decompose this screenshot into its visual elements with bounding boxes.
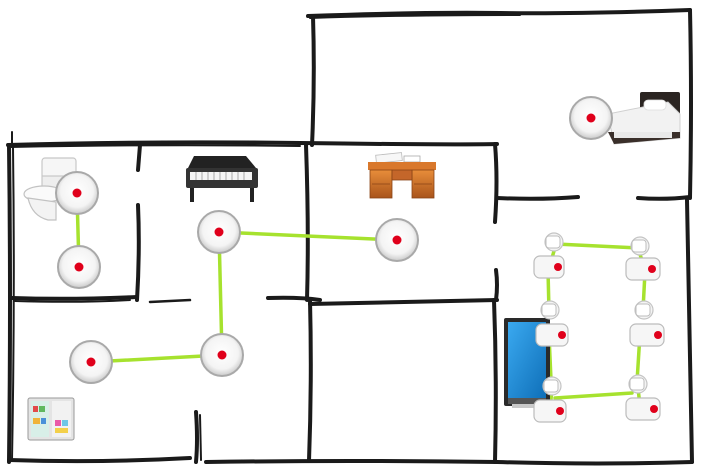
wall <box>148 298 192 304</box>
wall <box>9 144 301 148</box>
fridge-icon <box>27 397 75 441</box>
sensor-node-icon[interactable] <box>375 218 419 262</box>
sensor-node-icon[interactable] <box>57 245 101 289</box>
camera-icon[interactable] <box>542 376 562 396</box>
piano-icon <box>186 156 258 202</box>
wall <box>306 8 692 18</box>
wall <box>199 414 202 461</box>
wall <box>6 140 499 147</box>
sensor-node-icon[interactable] <box>55 171 99 215</box>
wall <box>495 195 580 201</box>
wall <box>495 460 694 466</box>
wall <box>204 459 499 464</box>
camera-icon[interactable] <box>630 236 650 256</box>
wall <box>135 203 141 302</box>
camera-icon[interactable] <box>533 399 567 423</box>
link-line <box>554 242 640 250</box>
camera-icon[interactable] <box>535 323 569 347</box>
cameras <box>533 232 665 423</box>
wall <box>266 295 322 302</box>
sensor-node-icon[interactable] <box>69 340 113 384</box>
wall <box>194 410 199 464</box>
link-line <box>553 391 634 400</box>
wall <box>7 456 192 464</box>
wall <box>494 268 499 302</box>
camera-icon[interactable] <box>533 255 565 279</box>
wall <box>136 143 142 172</box>
walls <box>6 8 694 466</box>
wall <box>11 146 15 461</box>
bed-icon <box>607 92 681 145</box>
camera-icon[interactable] <box>629 323 665 347</box>
wall <box>688 8 693 200</box>
link-line <box>217 230 399 242</box>
camera-icon[interactable] <box>628 374 648 394</box>
desk-icon <box>368 152 436 199</box>
wall <box>307 298 313 463</box>
camera-icon[interactable] <box>540 300 560 320</box>
sensor-node-icon[interactable] <box>569 96 613 140</box>
wall <box>10 295 139 301</box>
wall <box>493 142 499 224</box>
sensor-nodes <box>55 96 613 384</box>
wall <box>492 298 498 464</box>
camera-icon[interactable] <box>625 397 661 421</box>
wall <box>309 14 521 19</box>
wall <box>7 143 12 464</box>
camera-icon[interactable] <box>544 232 564 252</box>
wall <box>14 299 131 303</box>
wall <box>308 298 499 306</box>
wall <box>636 195 692 201</box>
camera-icon[interactable] <box>625 257 661 281</box>
sensor-node-icon[interactable] <box>197 210 241 254</box>
wall <box>304 143 310 302</box>
wall <box>685 198 694 464</box>
sensor-node-icon[interactable] <box>200 333 244 377</box>
camera-icon[interactable] <box>634 300 654 320</box>
wall <box>310 14 316 147</box>
